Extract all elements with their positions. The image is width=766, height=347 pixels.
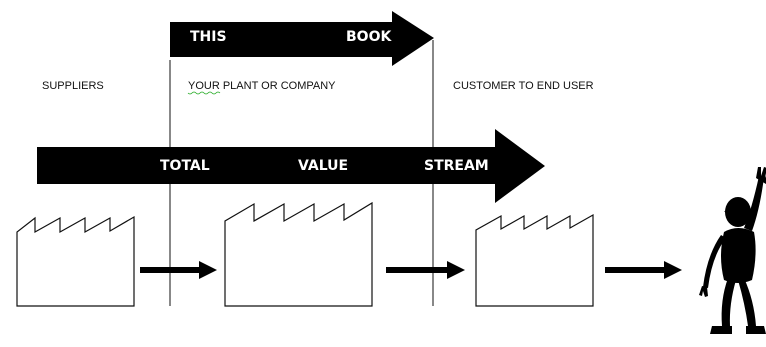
total-value-stream-arrow: TOTAL VALUE STREAM [37, 129, 545, 203]
customer-label: CUSTOMER TO END USER [453, 80, 594, 92]
this-book-arrow-shape [170, 11, 434, 66]
this-book-arrow-left-label: THIS [190, 29, 227, 45]
customer-factory-icon [475, 213, 594, 307]
total-value-stream-arrow-shape [37, 129, 545, 203]
total-value-stream-word-1: TOTAL [160, 158, 210, 174]
plant-label: YOUR PLANT OR COMPANY [188, 80, 336, 92]
suppliers-label: SUPPLIERS [42, 80, 104, 92]
total-value-stream-word-3: STREAM [424, 158, 489, 174]
supplier-to-plant-arrow [140, 261, 217, 279]
end-user-figure-icon [699, 167, 766, 334]
supplier-factory-icon [16, 215, 135, 307]
this-book-arrow-right-label: BOOK [346, 29, 392, 45]
total-value-stream-word-2: VALUE [298, 158, 348, 174]
plant-factory-icon [224, 201, 373, 307]
this-book-arrow: THIS BOOK [170, 11, 434, 66]
plant-to-customer-arrow [386, 261, 465, 279]
spellcheck-squiggle [187, 91, 221, 95]
customer-to-end-user-arrow [605, 261, 682, 279]
